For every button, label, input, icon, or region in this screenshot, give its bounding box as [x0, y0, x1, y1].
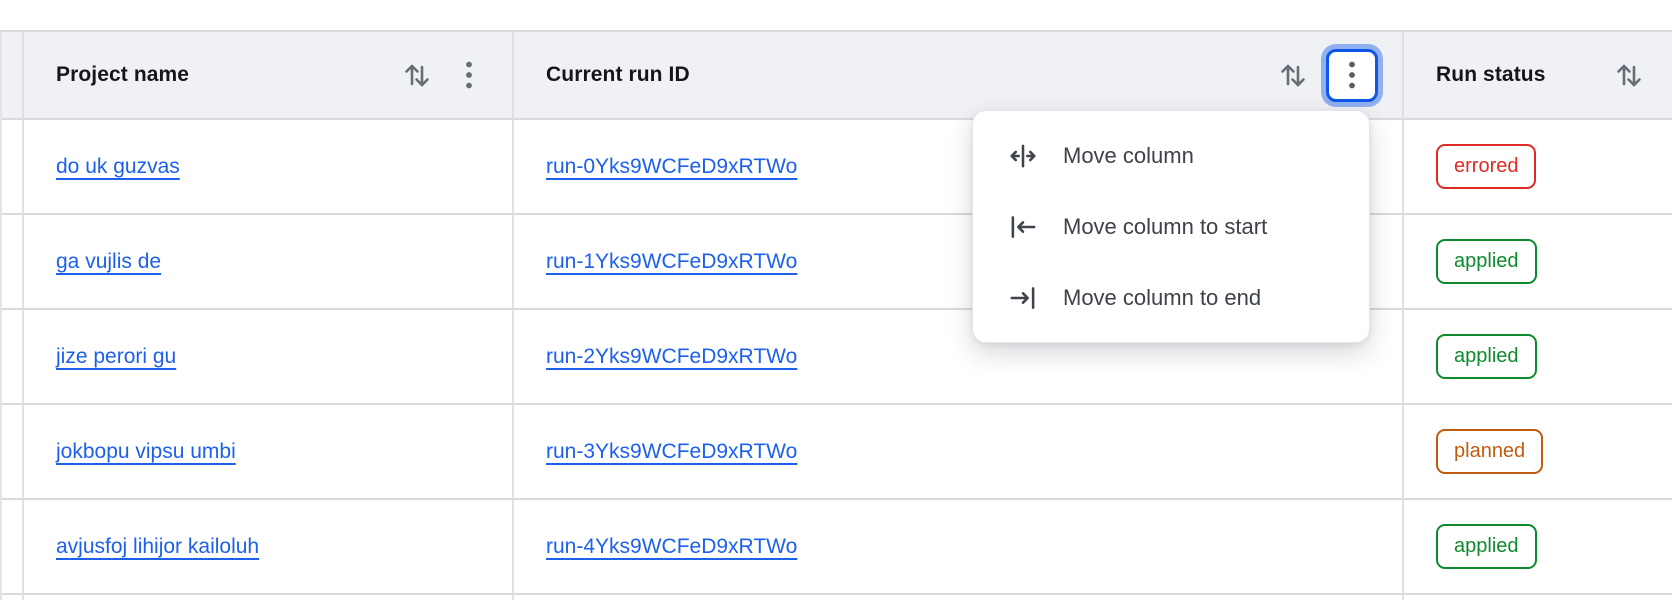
menu-item-label: Move column to end [1063, 284, 1262, 310]
run-id-cell: run-4Yks9WCFeD9xRTWo [514, 500, 1404, 593]
gutter-cell [2, 120, 24, 213]
sort-project-name-button[interactable] [398, 53, 436, 97]
column-header-run-status: Run status [1404, 32, 1672, 118]
run-status-cell: applied [1404, 310, 1672, 403]
menu-item-move-column-to-start[interactable]: Move column to start [973, 191, 1369, 262]
table-row: ga vujlis de run-1Yks9WCFeD9xRTWo applie… [2, 215, 1672, 310]
column-options-kebab-icon [1349, 61, 1355, 89]
project-name-link[interactable]: jokbopu vipsu umbi [56, 439, 236, 463]
gutter-cell [2, 215, 24, 308]
table-row: jize perori gu run-2Yks9WCFeD9xRTWo appl… [2, 310, 1672, 405]
column-header-label: Project name [56, 63, 190, 86]
project-name-link[interactable]: do uk guzvas [56, 154, 180, 178]
project-name-link[interactable]: avjusfoj lihijor kailoluh [56, 534, 260, 558]
move-column-icon [1007, 140, 1039, 172]
gutter-cell [2, 405, 24, 498]
run-id-cell: run-3Yks9WCFeD9xRTWo [514, 405, 1404, 498]
run-id-link[interactable]: run-0Yks9WCFeD9xRTWo [546, 154, 798, 178]
table-header-row: Project name Curre [2, 32, 1672, 120]
run-id-link[interactable]: run-2Yks9WCFeD9xRTWo [546, 344, 798, 368]
menu-item-label: Move column [1063, 142, 1194, 168]
sort-current-run-id-button[interactable] [1274, 53, 1312, 97]
sort-arrows-icon [405, 64, 429, 87]
column-header-project-name: Project name [24, 32, 514, 118]
column-header-label: Current run ID [546, 63, 690, 86]
current-run-id-column-menu-button-focused[interactable] [1326, 48, 1378, 102]
project-name-cell: avjusfoj lihijor kailoluh [24, 500, 514, 593]
gutter-cell [2, 595, 24, 600]
run-status-cell: applied [1404, 500, 1672, 593]
projects-runs-table: Project name Curre [0, 30, 1672, 600]
run-id-link[interactable]: run-3Yks9WCFeD9xRTWo [546, 439, 798, 463]
run-status-cell: errored [1404, 120, 1672, 213]
project-name-cell: do uk guzvas [24, 120, 514, 213]
status-badge: applied [1436, 239, 1537, 284]
project-name-column-menu-button[interactable] [450, 53, 488, 97]
gutter-cell [2, 500, 24, 593]
column-options-kebab-icon [466, 61, 472, 89]
table-row: avjusfoj lihijor kailoluh run-4Yks9WCFeD… [2, 500, 1672, 595]
project-name-cell: jokbopu vipsu umbi [24, 405, 514, 498]
gutter-header-cell [2, 32, 24, 118]
status-badge: applied [1436, 524, 1537, 569]
run-status-cell: planned [1404, 405, 1672, 498]
project-name-cell: jize perori gu [24, 310, 514, 403]
gutter-cell [2, 310, 24, 403]
run-status-cell: applied [1404, 215, 1672, 308]
project-name-cell: ga vujlis de [24, 215, 514, 308]
sort-arrows-icon [1617, 64, 1641, 87]
run-id-link[interactable]: run-1Yks9WCFeD9xRTWo [546, 249, 798, 273]
move-column-to-start-icon [1007, 211, 1039, 243]
run-id-link[interactable]: run-4Yks9WCFeD9xRTWo [546, 534, 798, 558]
column-header-label: Run status [1436, 63, 1546, 86]
table-row: do uk guzvas run-0Yks9WCFeD9xRTWo errore… [2, 120, 1672, 215]
table-row-partial [2, 595, 1672, 600]
status-badge: planned [1436, 429, 1544, 474]
table-row: jokbopu vipsu umbi run-3Yks9WCFeD9xRTWo … [2, 405, 1672, 500]
project-name-link[interactable]: ga vujlis de [56, 249, 162, 273]
status-badge: applied [1436, 334, 1537, 379]
column-header-current-run-id: Current run ID [514, 32, 1404, 118]
menu-item-move-column-to-end[interactable]: Move column to end [973, 262, 1369, 333]
move-column-to-end-icon [1007, 282, 1039, 314]
column-options-menu: Move column Move column to start Move co… [972, 110, 1370, 343]
sort-run-status-button[interactable] [1610, 53, 1648, 97]
sort-arrows-icon [1281, 64, 1305, 87]
run-id-cell: run-1Yks9WCFeD9xRTWo [514, 215, 1404, 308]
menu-item-label: Move column to start [1063, 213, 1268, 239]
menu-item-move-column[interactable]: Move column [973, 120, 1369, 191]
project-name-link[interactable]: jize perori gu [56, 344, 177, 368]
run-id-cell: run-0Yks9WCFeD9xRTWo [514, 120, 1404, 213]
status-badge: errored [1436, 144, 1537, 189]
run-id-cell: run-2Yks9WCFeD9xRTWo [514, 310, 1404, 403]
